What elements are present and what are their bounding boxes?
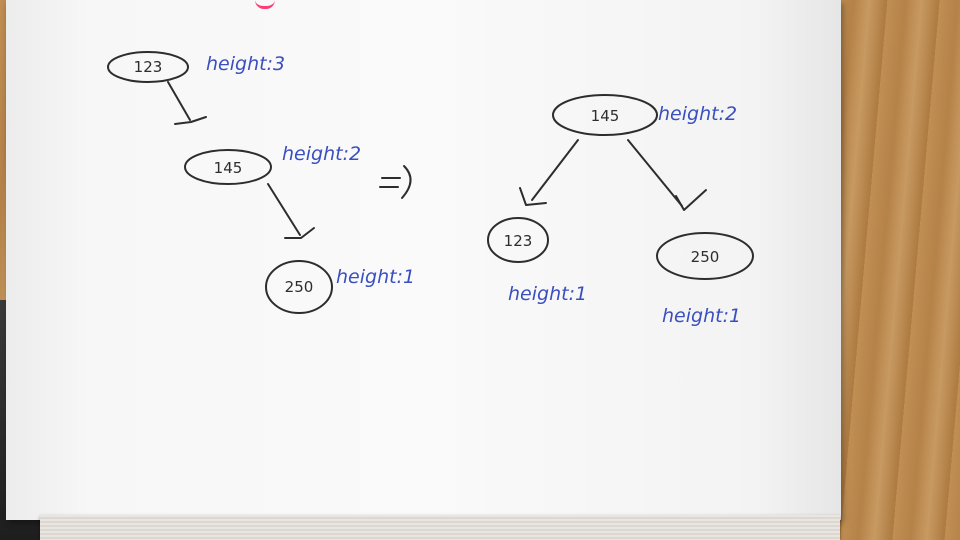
right-node-123-label: 123 xyxy=(504,232,533,250)
left-node-145-oval xyxy=(184,149,272,185)
transform-arrow-curve xyxy=(401,165,412,199)
left-node-250-label: 250 xyxy=(285,278,314,296)
left-node-123-label: 123 xyxy=(134,58,163,76)
left-edge-145-250 xyxy=(267,183,301,236)
right-node-145-oval xyxy=(552,94,658,136)
transform-arrow-label: =) xyxy=(387,208,398,218)
right-node-250-label: 250 xyxy=(691,248,720,266)
right-edge-arrowhead-1 xyxy=(519,187,547,206)
left-edge-arrowhead-2 xyxy=(284,227,315,239)
right-node-145-height: height:2 xyxy=(658,103,737,125)
left-node-145-height: height:2 xyxy=(282,143,361,165)
right-edge-arrowhead-2 xyxy=(675,189,707,211)
left-edge-arrowhead-1 xyxy=(174,116,207,125)
right-node-250-oval xyxy=(656,232,754,280)
paper-sheet xyxy=(6,0,841,520)
pink-mark xyxy=(255,0,275,9)
left-node-123-oval xyxy=(107,51,189,83)
right-node-145-label: 145 xyxy=(591,107,620,125)
left-node-250-oval xyxy=(265,260,333,314)
left-node-250-height: height:1 xyxy=(336,266,415,288)
right-node-123-height: height:1 xyxy=(508,283,587,305)
right-node-250-height: height:1 xyxy=(662,305,741,327)
left-edge-123-145 xyxy=(167,81,191,121)
right-edge-145-250 xyxy=(627,139,683,207)
left-node-145-label: 145 xyxy=(214,159,243,177)
left-node-123-height: height:3 xyxy=(206,53,285,75)
paper-stack-edge xyxy=(40,515,840,540)
right-edge-145-123 xyxy=(531,139,579,201)
right-node-123-oval xyxy=(487,217,549,263)
